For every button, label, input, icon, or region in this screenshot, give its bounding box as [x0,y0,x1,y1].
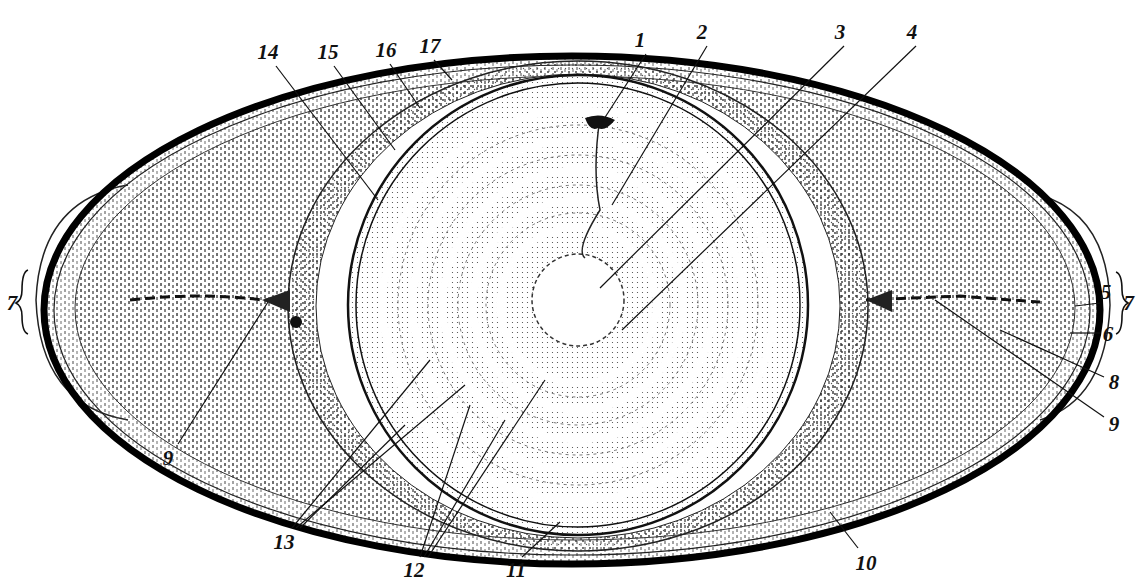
callout-number: 8 [1107,371,1122,394]
callout-number: 7 [5,292,20,315]
callout-number: 12 [402,558,427,581]
callout-number: 3 [833,21,848,44]
callout-number: 9 [161,447,176,470]
callout-number: 1 [633,29,648,52]
callout-number: 11 [504,558,528,581]
callout-number: 16 [374,39,399,62]
callout-number: 15 [316,41,341,64]
callout-number: 13 [272,531,297,554]
callout-number: 6 [1101,323,1116,346]
callout-number: 17 [418,35,443,58]
callout-number: 5 [1099,281,1114,304]
callout-number: 2 [695,21,710,44]
callout-number: 7 [1122,292,1137,315]
callout-number: 9 [1107,413,1122,436]
callout-number: 4 [905,21,920,44]
callout-number: 14 [256,41,281,64]
callout-number: 10 [854,552,879,575]
